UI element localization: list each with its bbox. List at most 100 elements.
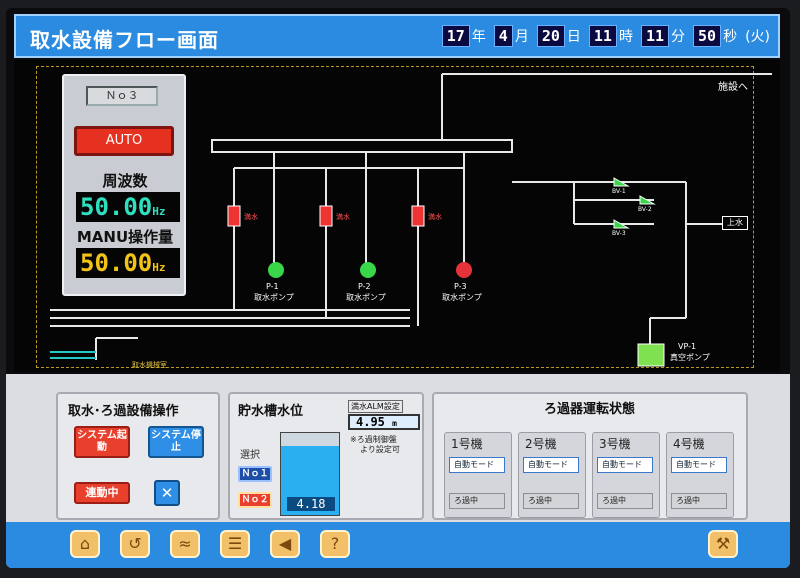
- home-icon[interactable]: ⌂: [70, 530, 100, 558]
- strainer-2: [319, 205, 333, 227]
- frequency-display: 50.00Hz: [76, 192, 180, 222]
- machine-mode[interactable]: 自動モード: [449, 457, 505, 473]
- filter-status-title: ろ過器運転状態: [544, 402, 636, 417]
- valve-bv2-icon[interactable]: [639, 195, 656, 205]
- frequency-label: 周波数: [102, 172, 148, 190]
- pump-p1-icon[interactable]: [268, 262, 284, 278]
- alarm-note-2: より設定可: [360, 445, 400, 454]
- valve-bv3-icon[interactable]: [613, 219, 630, 229]
- machine-mode[interactable]: 自動モード: [671, 457, 727, 473]
- vacuum-pump-name: 真空ポンプ: [670, 353, 710, 362]
- help-icon[interactable]: ?: [320, 530, 350, 558]
- alarm-setting-value: 4.95: [356, 415, 385, 429]
- flow-diagram: 施設へ 上水 取水機械室 満水 満水 満水 P-1 取水ポンプ P-2 取水ポン…: [14, 60, 780, 372]
- clock-year-label: 年: [471, 29, 486, 45]
- tank-level-card: 貯水槽水位 満水ALM設定 4.95 m ※ろ過制御盤 より設定可 選択 Ｎｏ１…: [228, 392, 424, 520]
- tag-2: 満水: [336, 213, 350, 221]
- vacuum-pump-icon[interactable]: [637, 343, 665, 367]
- operations-card: 取水･ろ過設備操作 システム起動 システム停止 連動中 ✕: [56, 392, 220, 520]
- tank-level-title: 貯水槽水位: [238, 404, 304, 419]
- speaker-icon[interactable]: ◀: [270, 530, 300, 558]
- valve-bv3-label: BV-3: [612, 230, 626, 237]
- pump-control-panel: Ｎｏ３ AUTO 周波数 50.00Hz MANU操作量 50.00Hz: [62, 74, 186, 296]
- clock-minute: 11: [640, 25, 669, 47]
- flow-piping: [50, 73, 772, 367]
- clock-year: 17: [441, 25, 470, 47]
- frequency-value: 50.00: [80, 193, 153, 221]
- clock-month-label: 月: [514, 29, 529, 45]
- operations-title: 取水･ろ過設備操作: [68, 404, 179, 419]
- machine-name: 1号機: [451, 437, 483, 451]
- pump-p2-id: P-2: [358, 282, 371, 291]
- filter-machine-4: 4号機 自動モード ろ過中: [666, 432, 734, 518]
- auto-mode-button[interactable]: AUTO: [74, 126, 174, 156]
- document-icon[interactable]: ☰: [220, 530, 250, 558]
- page-title: 取水設備フロー画面: [30, 28, 219, 52]
- manual-output-label: MANU操作量: [76, 228, 174, 246]
- pump-p3-id: P-3: [454, 282, 467, 291]
- alarm-setting-unit: m: [392, 419, 397, 428]
- pump-p3-icon[interactable]: [456, 262, 472, 278]
- alarm-note-1: ※ろ過制御盤: [350, 435, 397, 444]
- machine-state: ろ過中: [449, 493, 505, 509]
- back-icon[interactable]: ↺: [120, 530, 150, 558]
- filter-status-card: ろ過器運転状態 1号機 自動モード ろ過中 2号機 自動モード ろ過中 3号機 …: [432, 392, 748, 520]
- boundary-dashed: [36, 66, 754, 368]
- strainer-1: [227, 205, 241, 227]
- select-no1-button[interactable]: Ｎｏ１: [238, 466, 272, 482]
- alarm-setting-display: 4.95 m: [348, 414, 420, 430]
- facility-label: 施設へ: [718, 82, 748, 93]
- machine-state: ろ過中: [597, 493, 653, 509]
- filter-machine-3: 3号機 自動モード ろ過中: [592, 432, 660, 518]
- system-start-button[interactable]: システム起動: [74, 426, 130, 458]
- clock-weekday: (火): [745, 29, 770, 45]
- valve-bv1-label: BV-1: [612, 188, 626, 195]
- system-stop-button[interactable]: システム停止: [148, 426, 204, 458]
- alarm-setting-label: 満水ALM設定: [348, 400, 403, 413]
- machine-name: 4号機: [673, 437, 705, 451]
- pump-p1-name: 取水ポンプ: [254, 293, 294, 302]
- pit-label: 取水機械室: [132, 361, 167, 369]
- select-label: 選択: [240, 450, 260, 461]
- filter-machine-2: 2号機 自動モード ろ過中: [518, 432, 586, 518]
- machine-state: ろ過中: [523, 493, 579, 509]
- clock-hour: 11: [588, 25, 617, 47]
- machine-mode[interactable]: 自動モード: [523, 457, 579, 473]
- pump-p1-id: P-1: [266, 282, 279, 291]
- wrench-icon[interactable]: ✕: [154, 480, 180, 506]
- tank-level-value: 4.18: [287, 497, 335, 511]
- bottom-nav: ⌂ ↺ ≈ ☰ ◀ ? ⚒: [6, 522, 790, 568]
- machine-name: 2号機: [525, 437, 557, 451]
- machine-name: 3号機: [599, 437, 631, 451]
- clock-month: 4: [493, 25, 513, 47]
- refresh-icon[interactable]: ≈: [170, 530, 200, 558]
- tank-gauge: 4.18: [280, 432, 340, 516]
- interlock-button[interactable]: 連動中: [74, 482, 130, 504]
- clock-minute-label: 分: [671, 29, 685, 45]
- valve-bv1-icon[interactable]: [613, 177, 630, 187]
- manual-output-unit: Hz: [152, 261, 166, 274]
- pump-p2-name: 取水ポンプ: [346, 293, 386, 302]
- frequency-unit: Hz: [152, 205, 166, 218]
- pump-number: Ｎｏ３: [86, 86, 158, 106]
- clock-day: 20: [536, 25, 565, 47]
- manual-output-display: 50.00Hz: [76, 248, 180, 278]
- wrench-icon[interactable]: ⚒: [708, 530, 738, 558]
- tag-1: 満水: [244, 213, 258, 221]
- clock-second: 50: [693, 25, 722, 47]
- tag-3: 満水: [428, 213, 442, 221]
- filter-machine-1: 1号機 自動モード ろ過中: [444, 432, 512, 518]
- pump-p2-icon[interactable]: [360, 262, 376, 278]
- machine-mode[interactable]: 自動モード: [597, 457, 653, 473]
- select-no2-button[interactable]: Ｎｏ２: [238, 492, 272, 508]
- clock-second-label: 秒: [723, 29, 738, 45]
- valve-bv2-label: BV-2: [638, 206, 652, 213]
- machine-state: ろ過中: [671, 493, 727, 509]
- manual-output-value: 50.00: [80, 249, 153, 277]
- pump-p3-name: 取水ポンプ: [442, 293, 482, 302]
- strainer-3: [411, 205, 425, 227]
- clock-hour-label: 時: [618, 29, 633, 45]
